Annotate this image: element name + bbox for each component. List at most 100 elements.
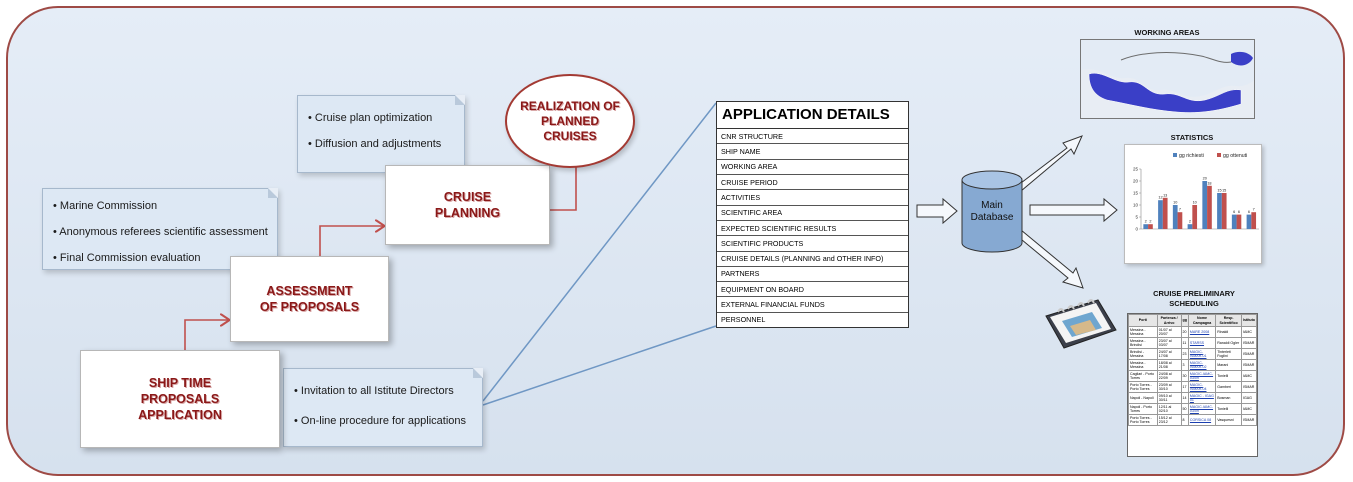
assessment-label: ASSESSMENT OF PROPOSALS	[259, 283, 360, 314]
schedule-cell: IAMC	[1240, 370, 1257, 382]
schedule-cell: Messina - Messina	[1128, 359, 1158, 371]
schedule-campaign-link[interactable]: MAGIC - IGAG 01	[1187, 392, 1217, 404]
schedule-header-cell: Nome Campagna	[1187, 314, 1217, 327]
realization-ellipse: REALIZATION OF PLANNED CRUISES	[505, 74, 635, 168]
bar-data-label: 6	[1248, 210, 1250, 214]
assessment-note-1: • Marine Commission	[53, 200, 158, 212]
schedule-cell: 12/11 al 02/10	[1156, 403, 1182, 415]
bar-data-label: 2	[1189, 220, 1191, 224]
bar-data-label: 2	[1149, 220, 1151, 224]
cruise-planning-box: CRUISE PLANNING	[385, 165, 550, 245]
schedule-cell: 24/08 al 22/09	[1156, 370, 1182, 382]
arrow-to-scheduling	[1015, 229, 1084, 289]
schedule-cell: 01/07 al 20/07	[1156, 326, 1182, 338]
application-box: SHIP TIME PROPOSALS APPLICATION	[80, 350, 280, 448]
schedule-campaign-link[interactable]: MARE 2008	[1187, 326, 1217, 338]
schedule-cell: Bosman	[1215, 392, 1242, 404]
planning-notes: • Cruise plan optimization • Diffusion a…	[297, 95, 465, 173]
bar	[1202, 181, 1208, 229]
schedule-campaign-link[interactable]: MAGIC-ISMAR-02	[1187, 359, 1217, 371]
y-tick-label: 15	[1133, 191, 1139, 196]
working-areas-title: WORKING AREAS	[1134, 28, 1200, 37]
schedule-cell: Messina - Messina	[1128, 326, 1158, 338]
mediterranean-map-icon	[1081, 40, 1254, 118]
schedule-cell: 8	[1180, 414, 1189, 426]
cruise-planning-label: CRUISE PLANNING	[434, 189, 501, 220]
leader-line-upper	[482, 102, 717, 402]
assessment-box: ASSESSMENT OF PROPOSALS	[230, 256, 389, 342]
schedule-cell: 50	[1180, 403, 1189, 415]
schedule-header-cell: gg	[1180, 314, 1189, 327]
bar-data-label: 18	[1207, 181, 1211, 185]
schedule-header-cell: Resp. Scientifico	[1215, 314, 1242, 327]
schedule-cell: 24/07 al 17/08	[1156, 348, 1182, 360]
legend-swatch	[1173, 153, 1177, 157]
schedule-cell: 14	[1180, 392, 1189, 404]
bar-data-label: 15	[1217, 189, 1221, 193]
schedule-cell: IAMC	[1240, 403, 1257, 415]
schedule-campaign-link[interactable]: MAGIC-ISMAR-04	[1187, 381, 1217, 393]
schedule-cell: ISMAR	[1240, 348, 1257, 360]
schedule-campaign-link[interactable]: MAGIC-IAMC-03/09	[1187, 370, 1217, 382]
bar-data-label: 15	[1222, 189, 1226, 193]
database-label-line1: Main	[981, 200, 1003, 211]
page-fold-icon	[473, 368, 483, 378]
schedule-cell: 20	[1180, 326, 1189, 338]
legend-label: gg richiesti	[1179, 153, 1204, 159]
detail-row: EXTERNAL FINANCIAL FUNDS	[717, 297, 908, 313]
detail-row: WORKING AREA	[717, 160, 908, 175]
database-label-line2: Database	[970, 211, 1014, 223]
schedule-header-cell: Porti	[1128, 314, 1158, 327]
calendar-icon	[1040, 290, 1120, 352]
bar	[1187, 224, 1193, 229]
schedule-cell: Vasquesni	[1215, 414, 1242, 426]
schedule-cell: Tonielli	[1215, 370, 1242, 382]
schedule-cell: ISMAR	[1240, 337, 1257, 349]
detail-row: SCIENTIFIC AREA	[717, 206, 908, 221]
bar	[1158, 200, 1163, 229]
schedule-cell: 09/10 al 30/11	[1156, 392, 1182, 404]
schedule-campaign-link[interactable]: MAGIC-ISMAR-01	[1187, 348, 1217, 360]
bar	[1236, 214, 1242, 229]
schedule-cell: ISMAR	[1240, 414, 1257, 426]
bar	[1177, 212, 1183, 229]
schedule-cell: 23/07 al 03/07	[1156, 337, 1182, 349]
planning-note-1: • Cruise plan optimization	[308, 112, 433, 124]
schedule-cell: Porto Torres - Porto Torres	[1128, 381, 1158, 393]
y-tick-label: 0	[1135, 227, 1138, 232]
schedule-cell: ISMAR	[1240, 381, 1257, 393]
schedule-campaign-link[interactable]: CORSICA 08	[1187, 414, 1217, 426]
schedule-campaign-link[interactable]: MAGIC-IAMC-03/09	[1187, 403, 1217, 415]
bar	[1246, 214, 1252, 229]
schedule-cell: Porto Torres - Porto Torres	[1128, 414, 1158, 426]
schedule-cell: 15/12 al 23/12	[1156, 414, 1182, 426]
bar-data-label: 13	[1163, 193, 1167, 197]
working-areas-map	[1080, 39, 1255, 119]
assessment-note-3: • Final Commission evaluation	[53, 252, 201, 264]
schedule-campaign-link[interactable]: STARSS	[1187, 337, 1217, 349]
bar-data-label: 20	[1203, 177, 1207, 181]
legend-swatch	[1217, 153, 1221, 157]
bar-data-label: 10	[1193, 201, 1197, 205]
schedule-cell: 17	[1180, 381, 1189, 393]
scheduling-title-line2: SCHEDULING	[1169, 299, 1219, 309]
bar-data-label: 12	[1158, 196, 1162, 200]
schedule-cell: Marani	[1215, 359, 1242, 371]
connector-planning-to-realization	[550, 158, 576, 211]
leader-line-lower	[482, 325, 717, 406]
application-details-table: APPLICATION DETAILS CNR STRUCTURE SHIP N…	[716, 101, 909, 328]
bar-data-label: 10	[1173, 201, 1177, 205]
application-notes: • Invitation to all Istitute Directors •…	[283, 368, 483, 447]
schedule-cell: Napoli - Napoli	[1128, 392, 1158, 404]
y-tick-label: 5	[1135, 215, 1138, 220]
